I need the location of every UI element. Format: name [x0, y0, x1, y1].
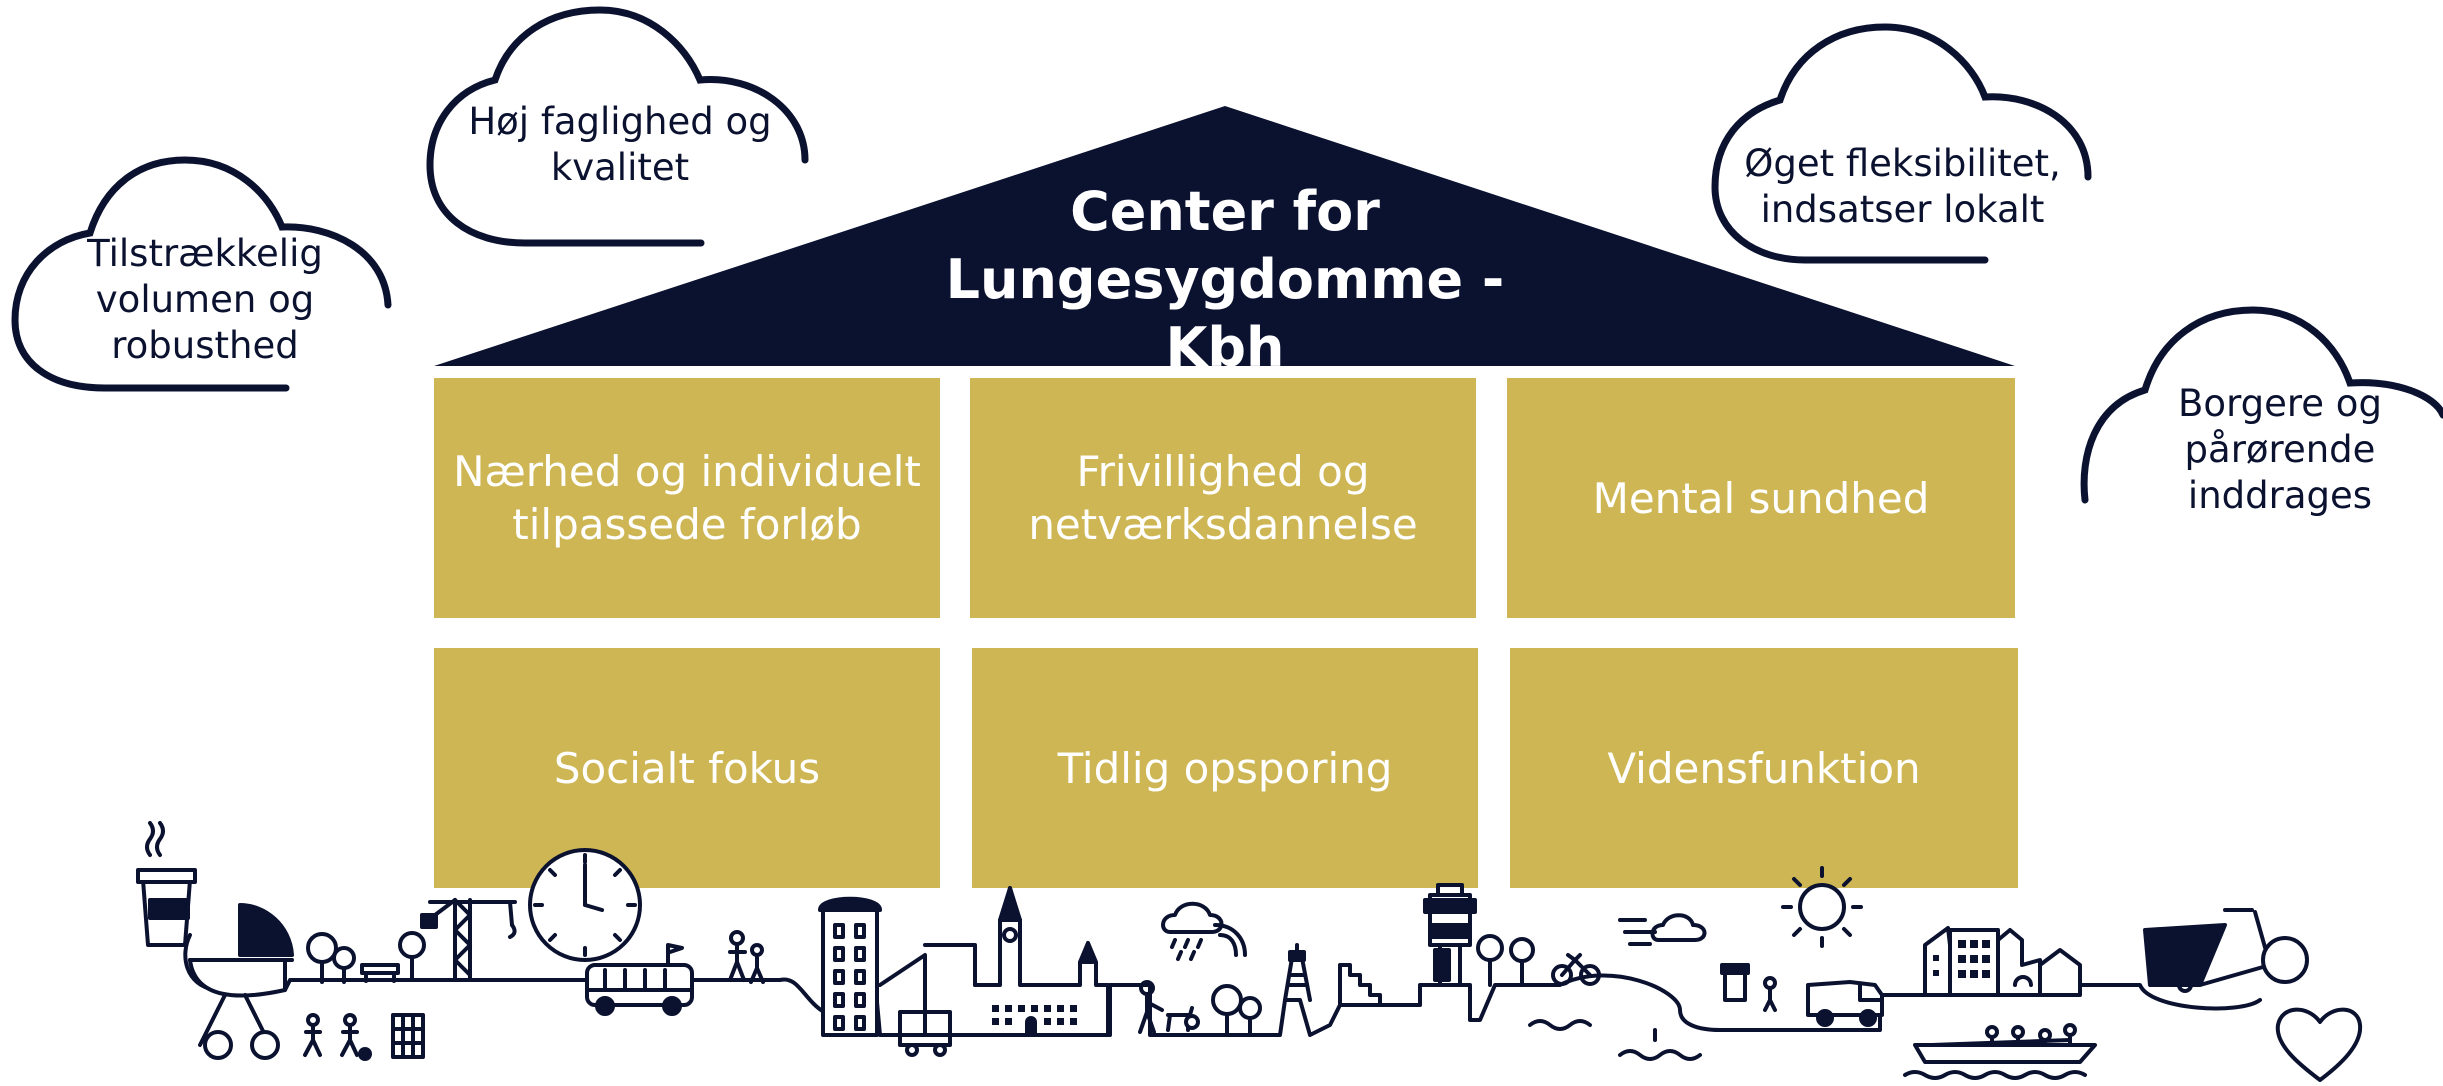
cloud-fleksibilitet: Øget fleksibilitet, indsatser lokalt — [1710, 22, 2095, 267]
cloud-borgere-outline — [2080, 306, 2443, 504]
roof-triangle — [434, 106, 2015, 366]
cloud-volumen-text: Tilstrækkelig volumen og robusthed — [87, 232, 323, 367]
cloud-borgere: Borgere og pårørende inddrages — [2075, 305, 2443, 535]
center-title: Center for Lungesygdomme - Kbh — [880, 178, 1570, 382]
cloud-borgere-text: Borgere og pårørende inddrages — [2178, 382, 2382, 517]
water-waves — [1528, 1019, 1702, 1061]
cloud-faglighed-outline — [426, 6, 809, 247]
rain-cloud-icon — [1161, 901, 1247, 961]
pillar-socialt-fokus: Socialt fokus — [434, 648, 940, 888]
sun-icon — [1781, 866, 1863, 948]
pillar-naerhed: Nærhed og individuelt tilpassede forløb — [434, 378, 940, 618]
bus-icon — [585, 943, 694, 1016]
pillar-tidlig-opsporing: Tidlig opsporing — [972, 648, 1478, 888]
center-title-line2: Lungesygdomme - Kbh — [945, 248, 1505, 379]
bench-icon — [360, 963, 400, 983]
walking-people-icon — [303, 1013, 372, 1061]
person-dog-icon — [1138, 980, 1262, 1037]
tree-icon — [306, 931, 426, 984]
walking-people-icon — [728, 930, 765, 984]
building-grid-icon — [391, 1013, 425, 1059]
clock-icon — [528, 848, 642, 962]
cloud-faglighed: Høj faglighed og kvalitet — [425, 5, 815, 250]
water-tower-icon — [1423, 883, 1535, 987]
coffee-cup-icon — [136, 821, 197, 947]
boat-icon — [1903, 1023, 2097, 1080]
kiosk-icon — [1720, 963, 1777, 1012]
heart-icon — [2275, 1007, 2363, 1082]
center-title-line1: Center for — [1070, 180, 1380, 243]
townhouses-icon — [1923, 926, 2082, 997]
pillar-frivillighed: Frivillighed og netværksdannelse — [970, 378, 1476, 618]
cargo-bike-icon — [2143, 908, 2309, 993]
tower-building-icon — [818, 896, 882, 1037]
cloud-volumen: Tilstrækkelig volumen og robusthed — [10, 155, 395, 395]
cloud-fleksibilitet-text: Øget fleksibilitet, indsatser lokalt — [1744, 142, 2061, 231]
wind-cloud-icon — [1618, 913, 1707, 946]
cloud-volumen-outline — [11, 156, 392, 392]
stairs-building-icon — [1338, 963, 1382, 1007]
crane-icon — [420, 898, 517, 982]
pram-icon — [188, 903, 294, 1060]
lighthouse-icon — [1283, 943, 1312, 1002]
garbage-truck-icon — [1806, 980, 1884, 1027]
church-icon — [878, 886, 1110, 1057]
pillar-mental-sundhed: Mental sundhed — [1507, 378, 2015, 618]
cloud-fleksibilitet-outline — [1711, 23, 2092, 264]
cloud-faglighed-text: Høj faglighed og kvalitet — [468, 100, 772, 189]
bicycle-icon — [1551, 953, 1601, 986]
pillar-vidensfunktion: Vidensfunktion — [1510, 648, 2018, 888]
